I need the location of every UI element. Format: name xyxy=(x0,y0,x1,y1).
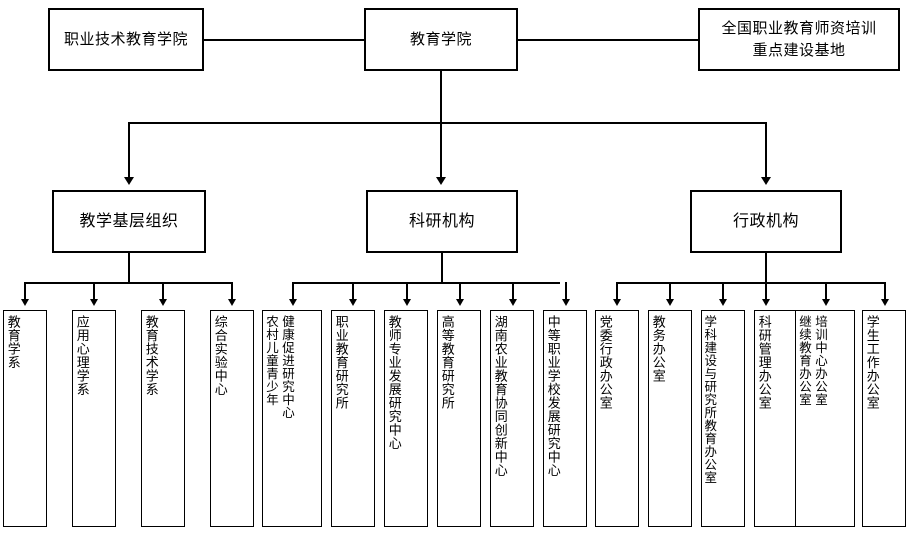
arrow-to-research-branch xyxy=(436,177,446,185)
connector-admin-5 xyxy=(825,282,827,300)
leaf-label: 应用心理学系 xyxy=(73,315,89,396)
leaf-label: 党委行政办公室 xyxy=(596,315,612,410)
leaf-label: 学科建设与研究所教育办公室 xyxy=(702,315,718,484)
connector-research-4 xyxy=(459,282,461,300)
connector-to-teaching-branch xyxy=(128,122,130,177)
leaf-label: 教务办公室 xyxy=(649,315,665,383)
leaf-comprehensive-experiment-center: 综合实验中心 xyxy=(210,310,254,527)
connector-admin-bus xyxy=(616,282,884,284)
connector-research-bus xyxy=(292,282,560,284)
leaf-label: 教师专业发展研究中心 xyxy=(385,315,401,450)
connector-admin-stem xyxy=(765,253,767,283)
arrow-admin-4 xyxy=(762,299,770,306)
box-research-institutions: 科研机构 xyxy=(366,190,518,253)
leaf-label: 中等职业学校发展研究中心 xyxy=(544,315,560,477)
arrow-admin-3 xyxy=(719,299,727,306)
arrow-research-5 xyxy=(509,299,517,306)
arrow-teaching-3 xyxy=(159,299,167,306)
arrow-admin-6 xyxy=(881,299,889,306)
connector-research-1 xyxy=(292,282,294,300)
box-label-line1: 全国职业教育师资培训 xyxy=(721,18,877,37)
leaf-label: 科研管理办公室 xyxy=(755,315,771,410)
box-label: 教学基层组织 xyxy=(79,211,179,231)
connector-admin-6 xyxy=(884,282,886,300)
arrow-research-3 xyxy=(403,299,411,306)
leaf-label-col2: 健康促进研究中心 xyxy=(280,315,295,419)
leaf-label-col1: 农村儿童青少年 xyxy=(264,315,279,406)
box-label: 行政机构 xyxy=(732,211,799,231)
box-label: 科研机构 xyxy=(408,211,475,231)
box-label: 教育学院 xyxy=(409,29,472,48)
connector-teaching-1 xyxy=(24,282,26,300)
connector-level2-bus xyxy=(128,122,766,124)
connector-research-stem xyxy=(441,253,443,283)
leaf-party-admin-office: 党委行政办公室 xyxy=(595,310,639,527)
connector-admin-1 xyxy=(616,282,618,300)
leaf-academic-affairs-office: 教务办公室 xyxy=(648,310,692,527)
arrow-teaching-1 xyxy=(21,299,29,306)
arrow-teaching-4 xyxy=(228,299,236,306)
connector-research-5 xyxy=(512,282,514,300)
arrow-research-4 xyxy=(456,299,464,306)
connector-admin-2 xyxy=(669,282,671,300)
leaf-hunan-agri-education-collaborative-center: 湖南农业教育协同创新中心 xyxy=(490,310,534,527)
leaf-student-affairs-office: 学生工作办公室 xyxy=(862,310,906,527)
leaf-rural-children-youth-health-center: 农村儿童青少年健康促进研究中心 xyxy=(262,310,322,527)
connector-teaching-3 xyxy=(162,282,164,300)
arrow-research-1 xyxy=(289,299,297,306)
leaf-vocational-education-institute: 职业教育研究所 xyxy=(331,310,375,527)
box-teaching-grassroots-org: 教学基层组织 xyxy=(52,190,206,253)
arrow-research-6 xyxy=(562,299,570,306)
connector-left-to-center xyxy=(204,39,364,41)
connector-trunk-vertical xyxy=(440,71,442,123)
leaf-label: 湖南农业教育协同创新中心 xyxy=(491,315,507,477)
connector-to-research-branch xyxy=(440,122,442,177)
leaf-label: 学生工作办公室 xyxy=(863,315,879,410)
box-administrative-institutions: 行政机构 xyxy=(690,190,842,253)
leaf-research-management-office: 科研管理办公室 xyxy=(754,310,798,527)
leaf-label-col1: 继续教育办公室 xyxy=(797,315,812,406)
leaf-label-col2: 培训中心办公室 xyxy=(813,315,828,406)
leaf-label: 职业教育研究所 xyxy=(332,315,348,410)
connector-research-3 xyxy=(406,282,408,300)
leaf-label: 高等教育研究所 xyxy=(438,315,454,410)
connector-teaching-2 xyxy=(93,282,95,300)
leaf-education-technology-department: 教育技术学系 xyxy=(141,310,185,527)
leaf-applied-psychology-department: 应用心理学系 xyxy=(72,310,116,527)
leaf-label: 教育学系 xyxy=(4,315,20,369)
connector-teaching-4 xyxy=(231,282,233,300)
leaf-continuing-education-training-center-office: 继续教育办公室培训中心办公室 xyxy=(795,310,855,527)
connector-center-to-right xyxy=(518,39,698,41)
box-label-line2: 重点建设基地 xyxy=(752,40,846,59)
arrow-admin-2 xyxy=(666,299,674,306)
arrow-admin-5 xyxy=(822,299,830,306)
connector-teaching-bus xyxy=(24,282,232,284)
arrow-to-teaching-branch xyxy=(124,177,134,185)
box-national-training-base: 全国职业教育师资培训 重点建设基地 xyxy=(698,8,900,71)
connector-to-admin-branch xyxy=(765,122,767,177)
leaf-teacher-professional-development-center: 教师专业发展研究中心 xyxy=(384,310,428,527)
arrow-teaching-2 xyxy=(90,299,98,306)
box-label: 职业技术教育学院 xyxy=(63,29,188,48)
connector-research-6 xyxy=(565,282,567,300)
connector-admin-4 xyxy=(765,282,767,300)
box-vocational-tech-college: 职业技术教育学院 xyxy=(48,8,204,71)
connector-admin-3 xyxy=(722,282,724,300)
leaf-higher-education-institute: 高等教育研究所 xyxy=(437,310,481,527)
arrow-admin-1 xyxy=(613,299,621,306)
leaf-discipline-construction-research-office: 学科建设与研究所教育办公室 xyxy=(701,310,745,527)
box-college-of-education: 教育学院 xyxy=(364,8,518,71)
leaf-label: 教育技术学系 xyxy=(142,315,158,396)
connector-teaching-stem xyxy=(128,253,130,283)
connector-research-2 xyxy=(352,282,354,300)
arrow-research-2 xyxy=(349,299,357,306)
leaf-label: 综合实验中心 xyxy=(211,315,227,396)
leaf-education-department: 教育学系 xyxy=(3,310,47,527)
leaf-secondary-vocational-school-development-center: 中等职业学校发展研究中心 xyxy=(543,310,587,527)
arrow-to-admin-branch xyxy=(761,177,771,185)
